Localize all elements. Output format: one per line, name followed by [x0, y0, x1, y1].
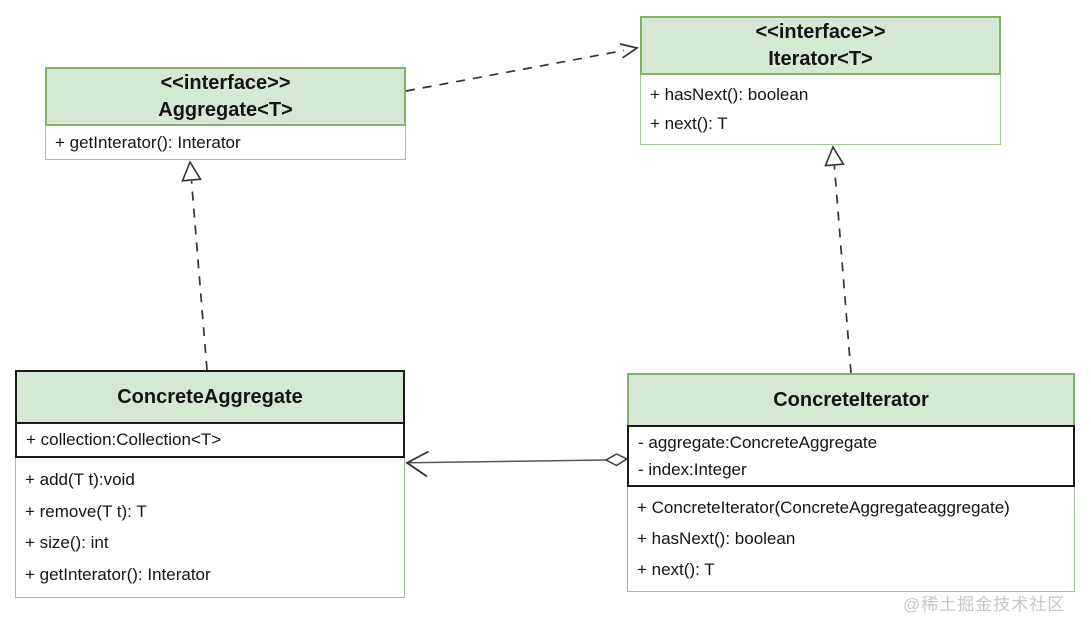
class-name-concrete-aggregate: ConcreteAggregate — [117, 385, 303, 408]
stereotype-label: <<interface>> — [755, 20, 886, 43]
class-name-iterator: Iterator<T> — [768, 47, 873, 70]
class-name-concrete-iterator: ConcreteIterator — [773, 388, 929, 411]
aggregation-arrow-concreteiterator-to-concreteaggregate — [405, 450, 629, 478]
realization-arrow-concreteiterator-to-iterator — [824, 145, 852, 374]
method-item: + hasNext(): boolean — [637, 529, 796, 548]
stereotype-label: <<interface>> — [160, 71, 291, 94]
class-box-iterator: <<interface>> Iterator<T> + hasNext(): b… — [640, 16, 1001, 145]
class-header-aggregate: <<interface>> Aggregate<T> — [45, 67, 406, 126]
method-item: + ConcreteIterator(ConcreteAggregateaggr… — [637, 498, 1010, 517]
class-box-concrete-iterator: ConcreteIterator - aggregate:ConcreteAgg… — [627, 373, 1075, 592]
attribute-item: - index:Integer — [638, 460, 747, 480]
class-name-aggregate: Aggregate<T> — [158, 98, 293, 121]
method-item: + getInterator(): Interator — [55, 132, 241, 152]
methods-section-iterator: + hasNext(): boolean + next(): T — [640, 75, 1001, 145]
attributes-section-concrete-aggregate: + collection:Collection<T> — [15, 422, 405, 458]
method-item: + size(): int — [25, 533, 109, 553]
method-item: + next(): T — [637, 560, 715, 579]
class-box-concrete-aggregate: ConcreteAggregate + collection:Collectio… — [15, 370, 405, 598]
attributes-section-concrete-iterator: - aggregate:ConcreteAggregate - index:In… — [627, 425, 1075, 487]
method-item: + remove(T t): T — [25, 501, 147, 521]
methods-section-concrete-iterator: + ConcreteIterator(ConcreteAggregateaggr… — [627, 487, 1075, 592]
realization-arrow-concreteaggregate-to-aggregate — [181, 160, 208, 371]
class-box-aggregate: <<interface>> Aggregate<T> + getInterato… — [45, 67, 406, 160]
dependency-arrow-aggregate-to-iterator — [405, 43, 640, 92]
watermark-text: @稀土掘金技术社区 — [903, 595, 1066, 614]
class-header-concrete-iterator: ConcreteIterator — [627, 373, 1075, 425]
methods-section-concrete-aggregate: + add(T t):void + remove(T t): T + size(… — [15, 458, 405, 598]
method-item: + next(): T — [650, 114, 728, 134]
attribute-item: + collection:Collection<T> — [26, 430, 222, 449]
class-header-concrete-aggregate: ConcreteAggregate — [15, 370, 405, 422]
method-item: + add(T t):void — [25, 469, 135, 489]
methods-section-aggregate: + getInterator(): Interator — [45, 126, 406, 160]
method-item: + hasNext(): boolean — [650, 84, 809, 104]
method-item: + getInterator(): Interator — [25, 565, 211, 585]
class-header-iterator: <<interface>> Iterator<T> — [640, 16, 1001, 75]
attribute-item: - aggregate:ConcreteAggregate — [638, 432, 878, 452]
